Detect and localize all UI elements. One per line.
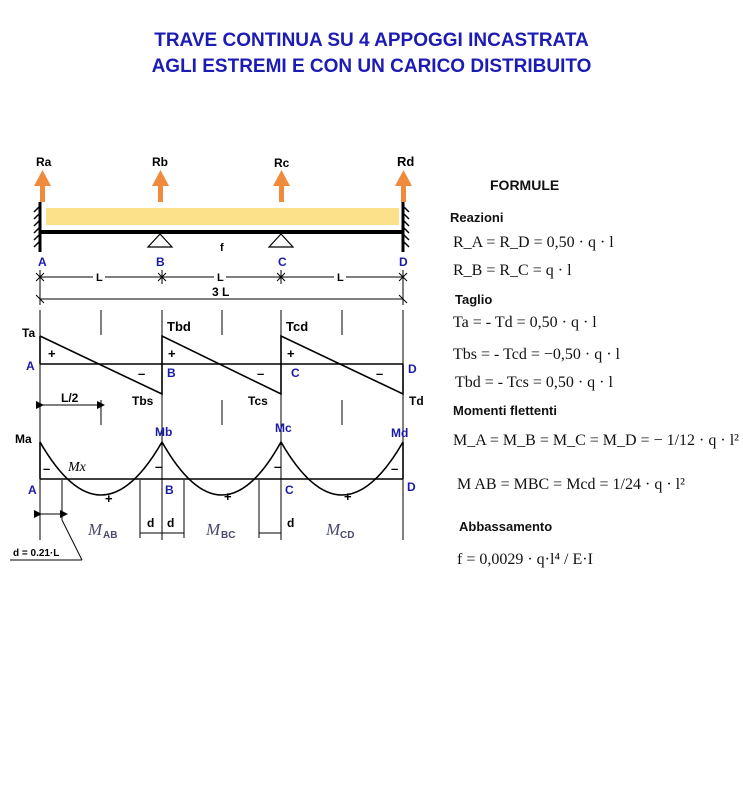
d-label-b-right: d — [167, 516, 174, 530]
deflection-formula-text: f = 0,0029 · q·l⁴ / E·I — [457, 551, 593, 568]
shear-title: Taglio — [455, 292, 493, 307]
fixed-end-left — [33, 202, 42, 252]
moment-sign-plus-cd: + — [344, 489, 352, 504]
diagram-title-line-1: TRAVE CONTINUA SU 4 APPOGGI INCASTRATA — [154, 30, 589, 51]
shear-point-b: B — [167, 366, 176, 380]
moment-formula-2: M AB = MBC = Mcd = 1/24 · q · l² — [457, 476, 685, 494]
shear-sign-minus-cd: – — [376, 366, 383, 381]
span-label-cd: L — [337, 272, 344, 284]
reaction-label-c: Rc — [274, 156, 290, 170]
shear-sign-plus-cd: + — [287, 346, 295, 361]
shear-formula-1: Ta = - Td = 0,50 · q · l — [453, 314, 597, 332]
moment-sign-plus-ab: + — [105, 491, 113, 506]
shear-label-tcd: Tcd — [286, 319, 308, 334]
distributed-load — [46, 208, 399, 225]
moment-point-c: C — [285, 483, 294, 497]
span-moment-bc: M BC — [205, 520, 235, 541]
shear-label-ta: Ta — [22, 326, 35, 340]
moment-label-mc: Mc — [275, 421, 292, 435]
moment-formula-1-text: M_A = M_B = M_C = M_D = − 1/12 · q · l² — [453, 432, 739, 449]
d-label-c: d — [287, 516, 294, 530]
shear-diagram — [39, 334, 404, 396]
span-moment-bc-subscript: BC — [221, 530, 235, 541]
beam-point-d: D — [399, 255, 408, 269]
reaction-arrow-b — [152, 170, 169, 202]
moments-title: Momenti flettenti — [453, 403, 557, 418]
moment-sign-minus-b: – — [155, 459, 162, 474]
moment-sign-minus-c: – — [274, 459, 281, 474]
span-label-bc: L — [217, 272, 224, 284]
span-moment-cd: M CD — [325, 520, 354, 541]
deflection-formula: f = 0,0029 · q·l⁴ / E·I — [457, 551, 593, 569]
span-moment-cd-symbol: M — [325, 520, 341, 539]
d-formula-note: d = 0.21·L — [13, 548, 59, 559]
reaction-formula-1-text: R_A = R_D = 0,50 · q · l — [453, 234, 614, 251]
beam-point-c: C — [278, 255, 287, 269]
moment-diagram — [39, 440, 404, 496]
reaction-label-a: Ra — [36, 155, 52, 169]
reaction-formula-2: R_B = R_C = q · l — [453, 262, 572, 280]
shear-formula-2-text: Tbs = - Tcd = −0,50 · q · l — [453, 346, 620, 363]
reaction-arrows — [34, 170, 412, 202]
support-b — [146, 233, 174, 248]
reaction-label-b: Rb — [152, 155, 168, 169]
d-dimension-lines — [10, 480, 281, 561]
moment-label-mx: Mx — [67, 460, 87, 475]
moment-sign-minus-a: – — [43, 461, 50, 476]
shear-label-td: Td — [409, 394, 424, 408]
moment-sign-minus-d: – — [391, 461, 398, 476]
reaction-arrow-d — [395, 170, 412, 202]
reaction-formula-1: R_A = R_D = 0,50 · q · l — [453, 234, 614, 252]
shear-sign-plus-bc: + — [168, 346, 176, 361]
reaction-label-d: Rd — [397, 154, 414, 169]
d-label-b-left: d — [147, 516, 154, 530]
moment-point-d: D — [407, 480, 416, 494]
span-moment-ab-subscript: AB — [103, 530, 117, 541]
reaction-formula-2-text: R_B = R_C = q · l — [453, 262, 572, 279]
shear-point-d: D — [408, 362, 417, 376]
shear-formula-2: Tbs = - Tcd = −0,50 · q · l — [453, 346, 620, 364]
support-c — [267, 233, 295, 248]
shear-sign-minus-bc: – — [257, 366, 264, 381]
total-length-label: 3 L — [212, 285, 229, 299]
span-moment-ab-symbol: M — [87, 520, 103, 539]
shear-formula-3: Tbd = - Tcs = 0,50 · q · l — [455, 374, 613, 392]
shear-point-c: C — [291, 366, 300, 380]
shear-label-tbs: Tbs — [132, 394, 154, 408]
moment-label-mb: Mb — [155, 425, 172, 439]
span-moment-cd-subscript: CD — [340, 530, 354, 541]
moment-point-b: B — [165, 483, 174, 497]
beam-point-a: A — [38, 255, 47, 269]
moment-sign-plus-bc: + — [224, 489, 232, 504]
reaction-arrow-c — [273, 170, 290, 202]
span-moment-bc-symbol: M — [205, 520, 221, 539]
diagram-title-line-2: AGLI ESTREMI E CON UN CARICO DISTRIBUITO — [151, 56, 592, 77]
deflection-label: f — [220, 242, 224, 254]
moment-formula-2-text: M AB = MBC = Mcd = 1/24 · q · l² — [457, 476, 685, 493]
shear-sign-minus-ab: – — [138, 366, 145, 381]
guide-lines — [39, 310, 404, 540]
moment-formula-1: M_A = M_B = M_C = M_D = − 1/12 · q · l² — [453, 432, 739, 450]
fixed-end-right — [401, 202, 410, 252]
shear-label-tbd: Tbd — [167, 319, 191, 334]
shear-formula-3-text: Tbd = - Tcs = 0,50 · q · l — [455, 374, 613, 391]
span-label-ab: L — [96, 272, 103, 284]
span-moment-ab: M AB — [87, 520, 117, 541]
reaction-arrow-a — [34, 170, 51, 202]
moment-label-ma: Ma — [15, 432, 32, 446]
shear-sign-plus-ab: + — [48, 346, 56, 361]
half-span-label: L/2 — [61, 391, 79, 405]
beam-point-b: B — [156, 255, 165, 269]
reactions-title: Reazioni — [450, 210, 504, 225]
moment-point-a: A — [28, 483, 37, 497]
shear-formula-1-text: Ta = - Td = 0,50 · q · l — [453, 314, 597, 331]
shear-point-a: A — [26, 359, 35, 373]
shear-label-tcs: Tcs — [248, 394, 268, 408]
moment-label-md: Md — [391, 426, 408, 440]
formulas-header: FORMULE — [490, 177, 560, 193]
deflection-title: Abbassamento — [459, 519, 553, 534]
